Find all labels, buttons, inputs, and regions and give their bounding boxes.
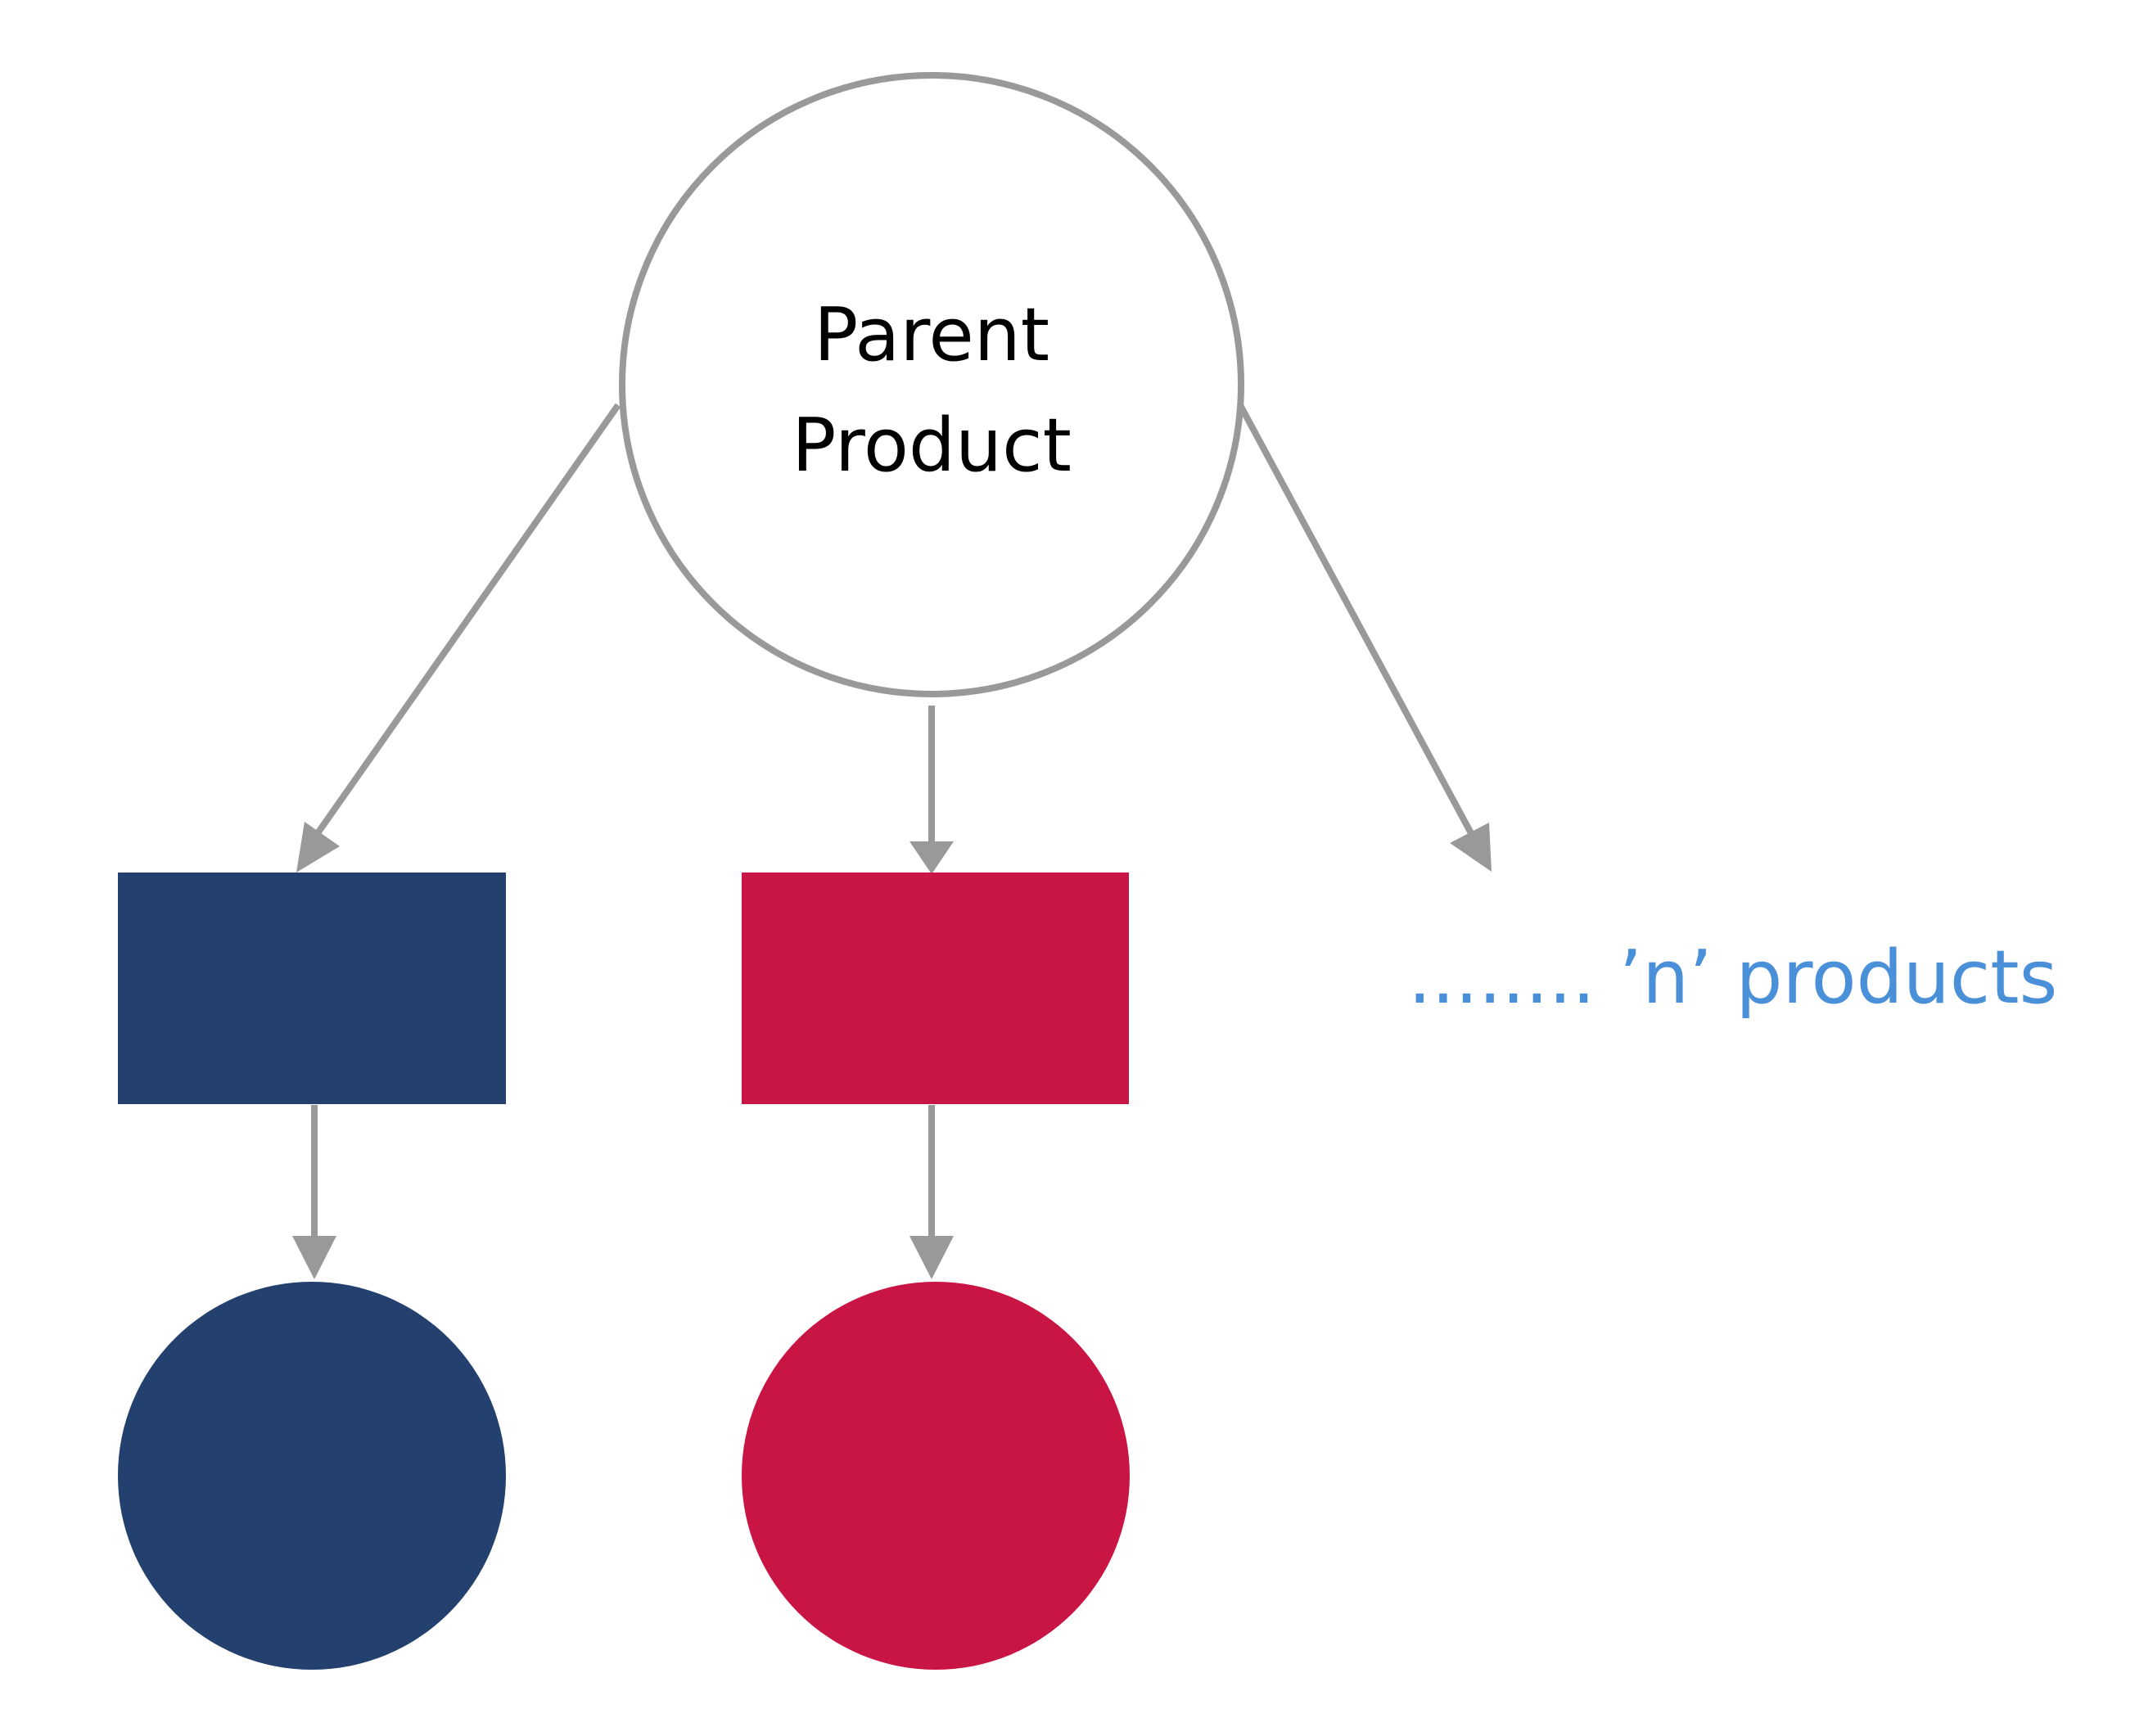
edge-parent-to-variant-1 (314, 403, 621, 836)
parent-product-label-line1: Parent (814, 292, 1049, 378)
parent-product-circle (619, 72, 1244, 697)
variant-1-rect (118, 873, 506, 1104)
arrowhead-variant-1 (296, 822, 340, 873)
parent-product-label-line2: Product (792, 403, 1072, 489)
variant-2-rect (742, 873, 1129, 1104)
arrowhead-variant-2-circle (909, 1236, 954, 1279)
variant-2-circle (742, 1282, 1130, 1670)
n-products-label: ........ ’n’ products (1408, 935, 2057, 1021)
arrowhead-variant-1-circle (292, 1236, 336, 1279)
arrowhead-n-products (1450, 823, 1492, 872)
arrowhead-variant-2 (909, 841, 954, 874)
parent-product-node: Parent Product (619, 72, 1244, 697)
edges (292, 403, 1492, 1279)
edge-parent-to-n-products (1237, 404, 1474, 835)
variant-1-circle (118, 1282, 506, 1670)
